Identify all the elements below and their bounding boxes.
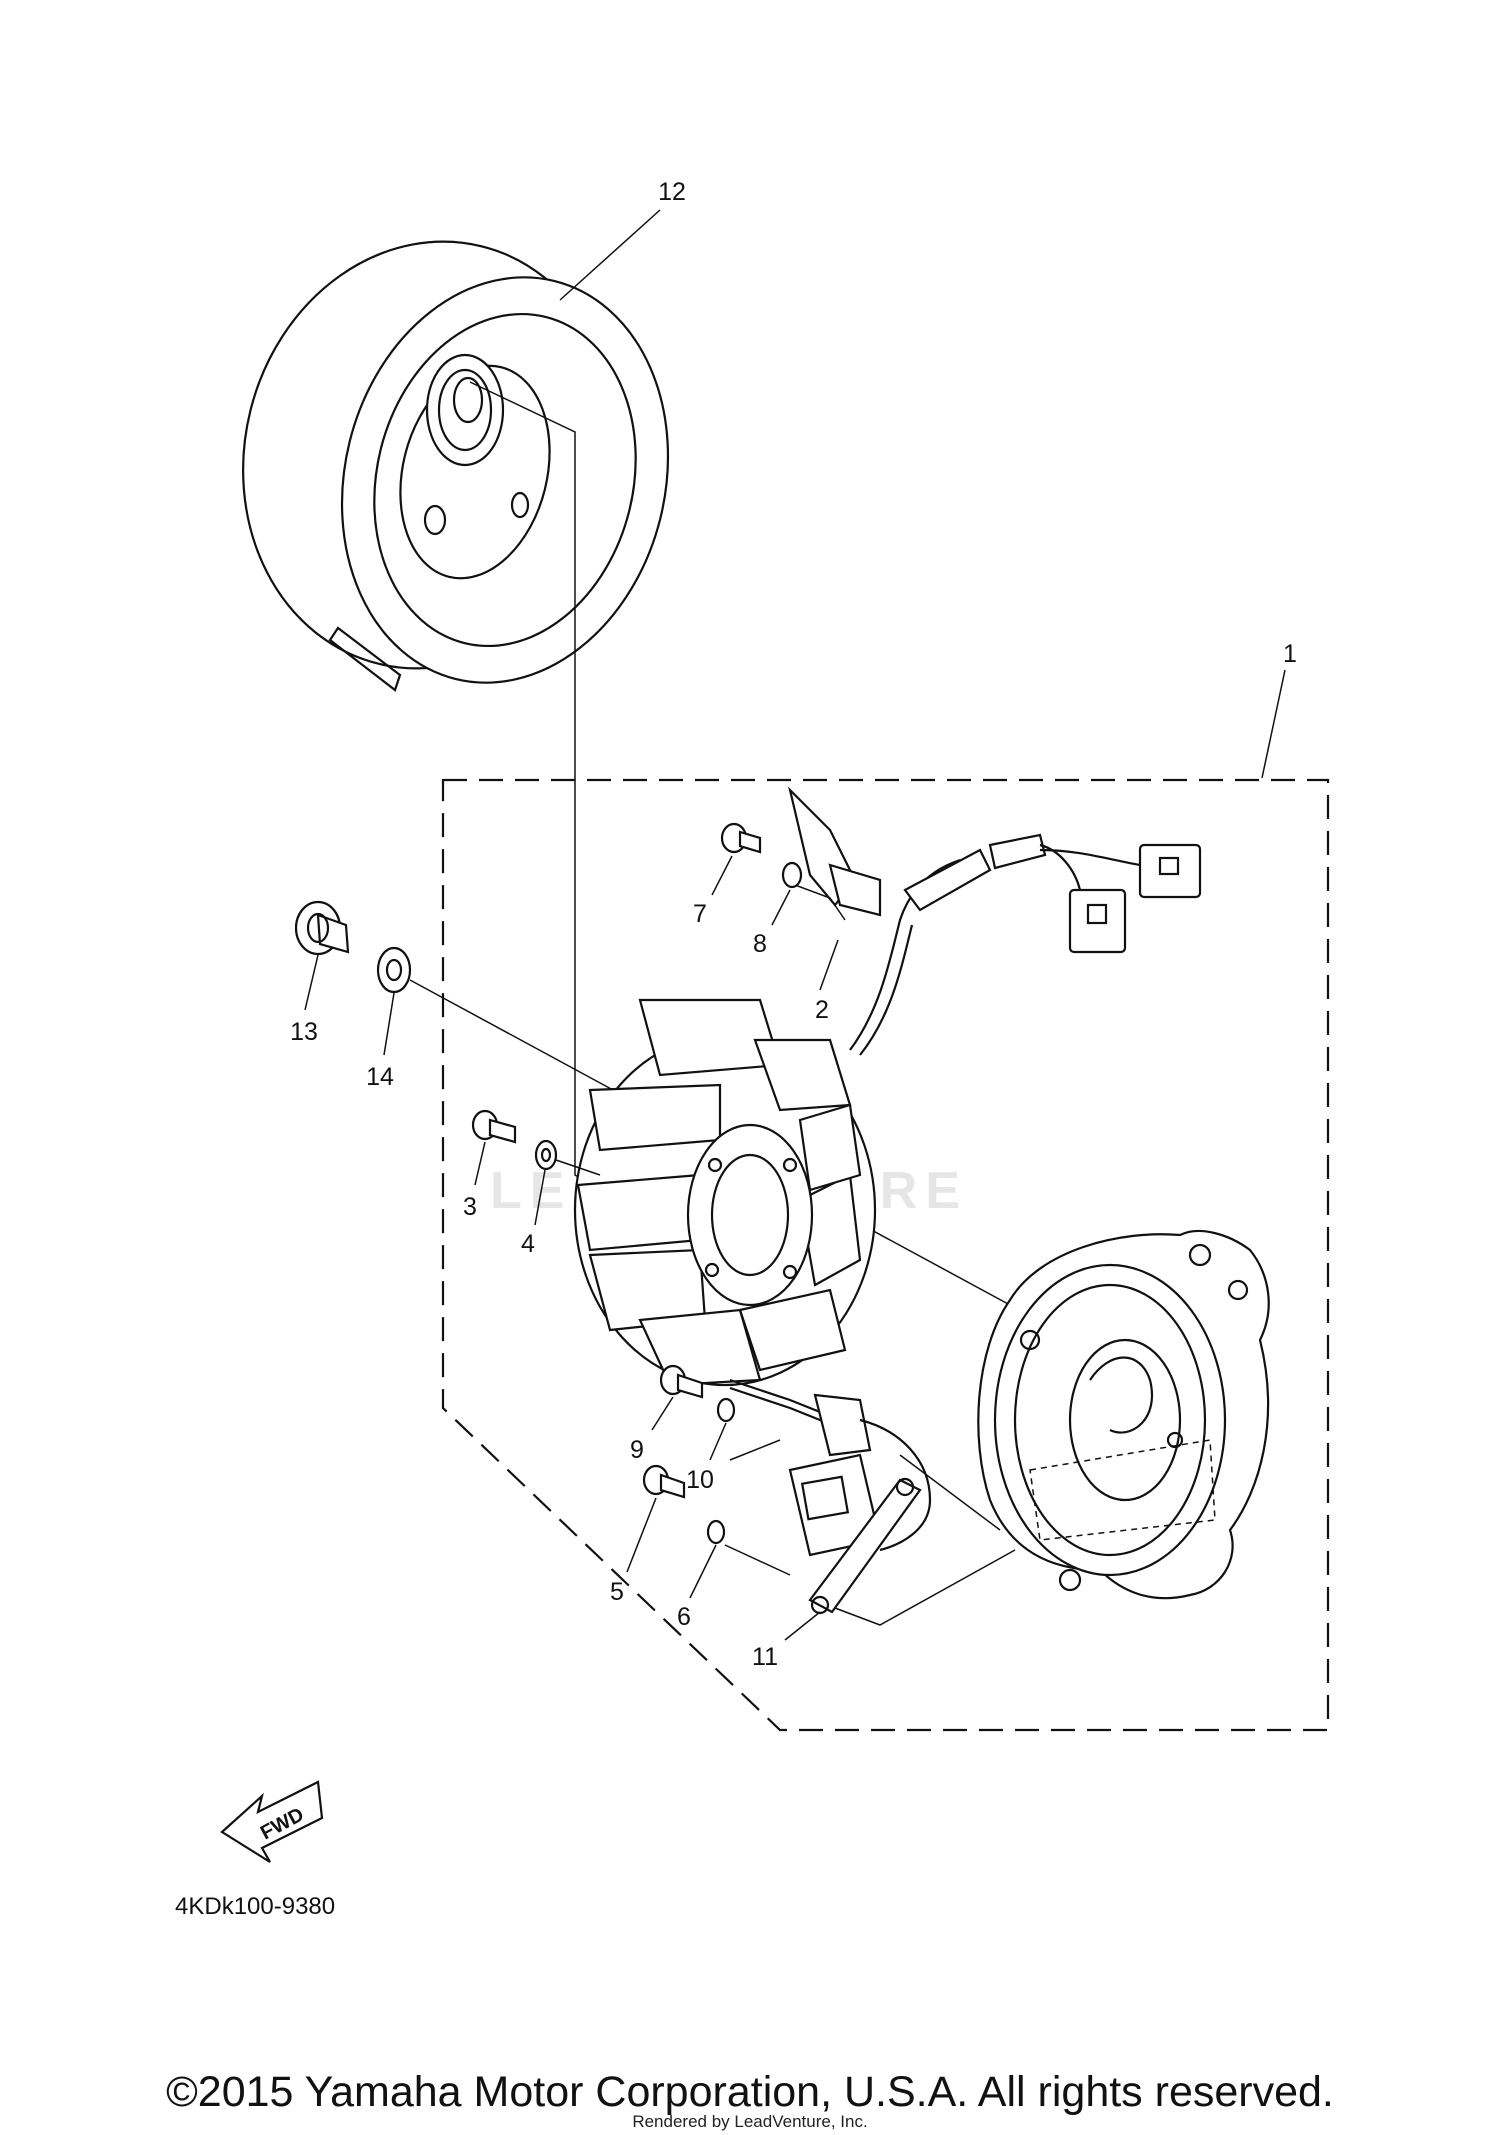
screw-part-7 [720,822,762,854]
rotor-part-12 [242,240,670,692]
callout-1: 1 [1283,640,1297,668]
callout-3: 3 [463,1193,477,1221]
callout-5: 5 [610,1578,624,1606]
screw-part-3 [471,1109,517,1144]
copyright-footer: ©2015 Yamaha Motor Corporation, U.S.A. A… [166,2068,1334,2116]
callout-11: 11 [752,1643,778,1671]
washer-part-6 [706,1519,726,1545]
washer-part-4 [534,1139,558,1171]
callout-7: 7 [693,900,707,928]
washer-part-14 [376,946,412,994]
washer-part-8 [781,861,803,889]
callout-14: 14 [366,1063,394,1091]
callout-9: 9 [630,1436,644,1464]
washer-part-10 [716,1397,736,1423]
callout-8: 8 [753,930,767,958]
callout-4: 4 [521,1230,535,1258]
callout-12: 12 [658,178,686,206]
callout-leaders [304,209,1286,1641]
callout-2: 2 [815,996,829,1024]
kit-boundary-dashed [441,778,1330,1732]
callout-13: 13 [290,1018,318,1046]
rendered-by-credit: Rendered by LeadVenture, Inc. [632,2112,868,2131]
clamp-part-2 [788,786,882,917]
generator-cover [977,1230,1270,1600]
screw-part-9 [659,1364,704,1399]
callout-6: 6 [677,1603,691,1631]
wire-harness-connectors [849,833,1202,1056]
part-code: 4KDk100-9380 [175,1893,335,1920]
stator-coil [573,998,877,1387]
fwd-arrow-icon: FWD [220,1780,324,1863]
callout-10: 10 [686,1466,714,1494]
pickup-coil-part-11 [729,1378,932,1615]
screw-part-5 [642,1464,686,1499]
bolt-part-13 [294,900,350,956]
